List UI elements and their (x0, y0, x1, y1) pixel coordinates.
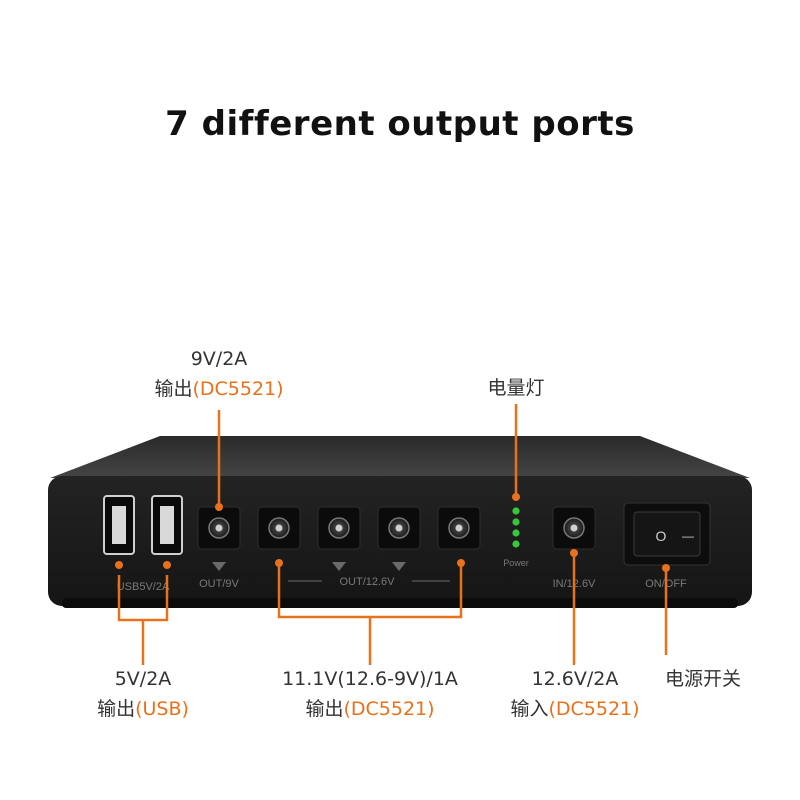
out-12v-arrow-icon-1 (332, 562, 346, 571)
battery-led-4 (512, 540, 520, 548)
callout-9v-desc: 输出(DC5521) (139, 374, 299, 404)
headline: 7 different output ports (165, 104, 635, 144)
callout-switch-label: 电源开关 (664, 668, 741, 690)
callout-input-spec: 12.6V/2A (531, 668, 619, 690)
out-12v-label: OUT/12.6V (339, 576, 395, 588)
dc-12v-jack-3[interactable] (377, 506, 421, 550)
callout-input-type: (DC5521) (548, 698, 640, 720)
out-12v-arrow-icon-2 (392, 562, 406, 571)
switch-off-symbol: O (656, 528, 667, 544)
power-switch[interactable]: O — (623, 502, 711, 566)
callout-9v-prefix: 输出 (154, 378, 193, 400)
callout-9v-spec: 9V/2A (190, 348, 248, 370)
callout-usb-output: 5V/2A 输出(USB) (78, 664, 208, 724)
callout-battery-indicator: 电量灯 (466, 373, 566, 403)
battery-level-leds (512, 507, 520, 548)
dc-12v-jack-2[interactable] (317, 506, 361, 550)
dc-9v-jack[interactable] (197, 506, 241, 550)
callout-battery-label: 电量灯 (487, 377, 545, 399)
dc-12v-jack-4[interactable] (437, 506, 481, 550)
callout-usb-prefix: 输出 (97, 698, 136, 720)
dc-12v-jack-1[interactable] (257, 506, 301, 550)
device-bottom-edge (62, 598, 738, 608)
callout-power-switch: 电源开关 (648, 664, 758, 694)
callout-input-prefix: 输入 (510, 698, 549, 720)
callout-9v-type: (DC5521) (192, 378, 284, 400)
switch-on-symbol: — (682, 529, 694, 543)
callout-12v-spec: 11.1V(12.6-9V)/1A (282, 668, 458, 690)
usb-port-2[interactable] (151, 495, 183, 555)
callout-input-desc: 输入(DC5521) (500, 694, 650, 724)
callout-usb-desc: 输出(USB) (78, 694, 208, 724)
battery-led-2 (512, 518, 520, 526)
device-top-surface (50, 436, 750, 478)
usb-port-1[interactable] (103, 495, 135, 555)
callout-usb-type: (USB) (135, 698, 189, 720)
callout-dots (115, 493, 670, 572)
callout-9v-output: 9V/2A 输出(DC5521) (139, 344, 299, 404)
callout-12v-desc: 输出(DC5521) (255, 694, 485, 724)
callout-12v-prefix: 输出 (305, 698, 344, 720)
callout-usb-spec: 5V/2A (114, 668, 172, 690)
out-9v-arrow-icon (212, 562, 226, 571)
battery-led-3 (512, 529, 520, 537)
dc-input-jack[interactable] (552, 506, 596, 550)
out-9v-label: OUT/9V (199, 578, 239, 590)
callout-input: 12.6V/2A 输入(DC5521) (500, 664, 650, 724)
usb-port-label: USB5V/2A (117, 581, 170, 593)
power-led-label: Power (503, 558, 529, 568)
callout-12v-type: (DC5521) (343, 698, 435, 720)
battery-led-1 (512, 507, 520, 515)
callout-lines (117, 404, 668, 665)
callout-12v-output: 11.1V(12.6-9V)/1A 输出(DC5521) (255, 664, 485, 724)
